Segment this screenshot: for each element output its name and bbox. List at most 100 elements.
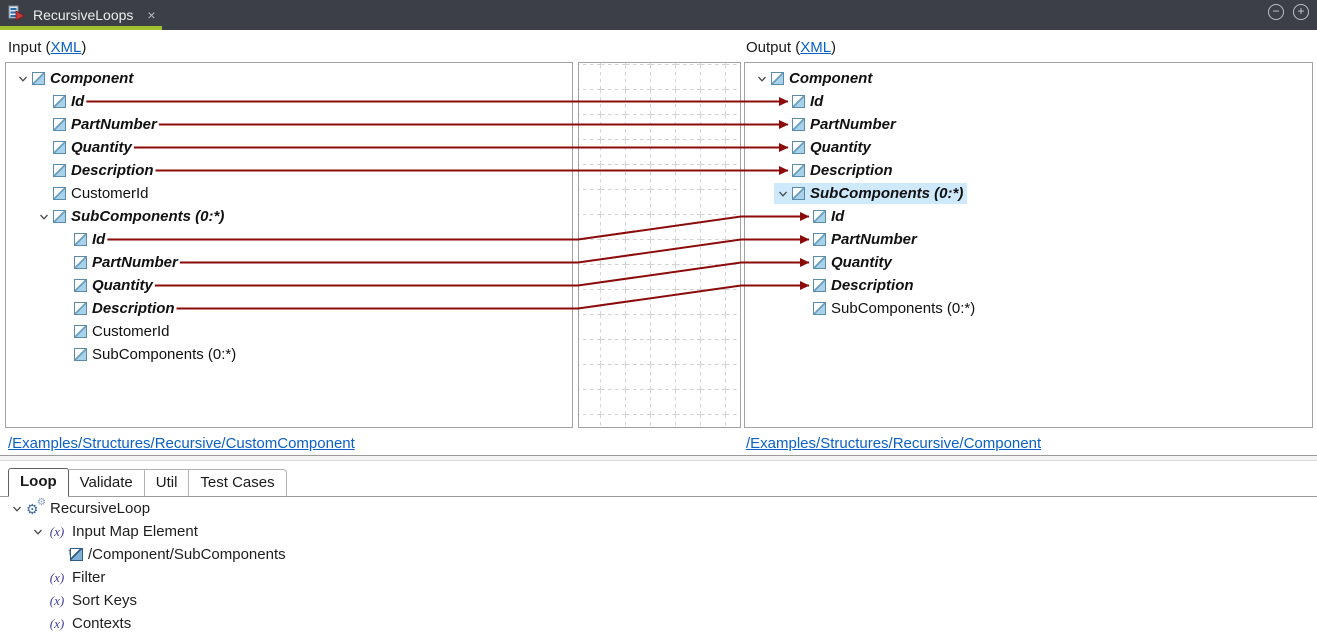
tree-item-label: Quantity	[831, 254, 892, 271]
expand-circle-icon[interactable]: +	[1293, 4, 1309, 20]
loop-properties-tree: ⚙⚙RecursiveLoop (x) Input Map Element ↑/Com…	[0, 497, 1317, 635]
element-icon	[53, 141, 66, 154]
tree-item-contexts[interactable]: (x)Contexts	[0, 612, 1317, 635]
tree-item-id[interactable]: Id	[745, 90, 1312, 113]
tree-item-label: Id	[92, 231, 106, 248]
element-icon	[53, 187, 66, 200]
tree-item-partnumber[interactable]: PartNumber	[6, 251, 572, 274]
tree-item-input-map-element[interactable]: (x) Input Map Element	[0, 520, 1317, 543]
chevron-down-icon[interactable]	[35, 212, 53, 222]
tree-item-quantity[interactable]: Quantity	[745, 251, 1312, 274]
tab-loop[interactable]: Loop	[8, 468, 69, 497]
tree-item-description[interactable]: Description	[745, 274, 1312, 297]
tree-item-quantity[interactable]: Quantity	[6, 136, 572, 159]
tree-item-label: /Component/SubComponents	[88, 546, 286, 563]
tree-item-label: SubComponents (0:*)	[810, 185, 964, 202]
output-schema-path-link-wrap: /Examples/Structures/Recursive/Component	[746, 435, 1041, 452]
document-tab-recursiveloops[interactable]: RecursiveLoops ×	[0, 0, 166, 30]
element-icon	[74, 348, 87, 361]
tree-item-label: Description	[92, 300, 175, 317]
tree-item-partnumber[interactable]: PartNumber	[745, 228, 1312, 251]
tree-item-label: PartNumber	[831, 231, 917, 248]
input-schema-path-link[interactable]: /Examples/Structures/Recursive/CustomCom…	[8, 435, 355, 452]
mapping-file-icon	[8, 4, 26, 26]
tree-item-label: Input Map Element	[72, 523, 198, 540]
tree-item-id[interactable]: Id	[6, 228, 572, 251]
input-pane-header: Input (XML)	[8, 39, 87, 56]
tree-item-subcomponents-0[interactable]: SubComponents (0:*)	[6, 205, 572, 228]
tree-item-id[interactable]: Id	[745, 205, 1312, 228]
output-label: Output (	[746, 39, 801, 56]
tree-item-component[interactable]: Component	[745, 67, 1312, 90]
tree-item-component-subcomponents[interactable]: ↑/Component/SubComponents	[0, 543, 1317, 566]
element-icon	[74, 279, 87, 292]
element-icon	[53, 210, 66, 223]
tree-item-label: Contexts	[72, 615, 132, 632]
tree-item-description[interactable]: Description	[6, 159, 572, 182]
chevron-down-icon[interactable]	[774, 189, 792, 199]
element-icon	[771, 72, 784, 85]
tree-item-label: Id	[810, 93, 824, 110]
tree-item-label: Description	[810, 162, 893, 179]
tree-item-partnumber[interactable]: PartNumber	[745, 113, 1312, 136]
tree-item-quantity[interactable]: Quantity	[6, 274, 572, 297]
input-xml-link[interactable]: XML	[50, 39, 82, 56]
element-icon	[74, 256, 87, 269]
tree-item-recursiveloop[interactable]: ⚙⚙RecursiveLoop	[0, 497, 1317, 520]
output-xml-link[interactable]: XML	[800, 39, 832, 56]
gears-icon: ⚙⚙	[26, 496, 46, 517]
element-icon	[792, 187, 805, 200]
tree-item-subcomponents-0[interactable]: SubComponents (0:*)	[6, 343, 572, 366]
active-tab-underline	[0, 26, 162, 30]
tree-item-label: RecursiveLoop	[50, 500, 151, 517]
fx-icon: (x)	[49, 570, 65, 585]
tree-item-customerid[interactable]: CustomerId	[6, 320, 572, 343]
close-icon[interactable]: ×	[147, 7, 156, 23]
tree-item-subcomponents-0[interactable]: SubComponents (0:*)	[745, 182, 1312, 205]
element-icon	[813, 233, 826, 246]
tree-item-description[interactable]: Description	[745, 159, 1312, 182]
tab-validate[interactable]: Validate	[68, 469, 145, 496]
tree-item-subcomponents-0[interactable]: SubComponents (0:*)	[745, 297, 1312, 320]
tree-item-filter[interactable]: (x)Filter	[0, 566, 1317, 589]
tab-util[interactable]: Util	[144, 469, 190, 496]
tree-item-label: Quantity	[92, 277, 153, 294]
input-label: Input (	[8, 39, 51, 56]
collapse-circle-icon[interactable]: −	[1268, 4, 1284, 20]
tree-item-sort-keys[interactable]: (x)Sort Keys	[0, 589, 1317, 612]
tree-item-label: CustomerId	[71, 185, 149, 202]
output-schema-path-link[interactable]: /Examples/Structures/Recursive/Component	[746, 435, 1042, 452]
element-icon	[74, 302, 87, 315]
horizontal-splitter[interactable]	[0, 455, 1317, 461]
fx-icon: (x)	[49, 593, 65, 608]
chevron-down-icon[interactable]	[14, 74, 32, 84]
chevron-down-icon[interactable]	[29, 527, 47, 537]
tree-item-id[interactable]: Id	[6, 90, 572, 113]
tree-item-label: PartNumber	[71, 116, 157, 133]
tree-item-label: Id	[831, 208, 845, 225]
tree-item-label: Component	[50, 70, 134, 87]
chevron-down-icon[interactable]	[753, 74, 771, 84]
input-schema-path-link-wrap: /Examples/Structures/Recursive/CustomCom…	[8, 435, 355, 452]
element-icon	[792, 95, 805, 108]
element-icon	[74, 325, 87, 338]
tree-item-quantity[interactable]: Quantity	[745, 136, 1312, 159]
mapping-canvas[interactable]	[578, 62, 741, 428]
tree-item-component[interactable]: Component	[6, 67, 572, 90]
tab-test-cases[interactable]: Test Cases	[189, 469, 287, 496]
tree-item-customerid[interactable]: CustomerId	[6, 182, 572, 205]
output-pane-header: Output (XML)	[746, 39, 837, 56]
tree-item-label: Description	[831, 277, 914, 294]
element-icon	[53, 118, 66, 131]
chevron-down-icon[interactable]	[8, 504, 26, 514]
fx-icon: (x)	[49, 524, 65, 539]
tree-item-label: Component	[789, 70, 873, 87]
tree-item-partnumber[interactable]: PartNumber	[6, 113, 572, 136]
tree-item-description[interactable]: Description	[6, 297, 572, 320]
